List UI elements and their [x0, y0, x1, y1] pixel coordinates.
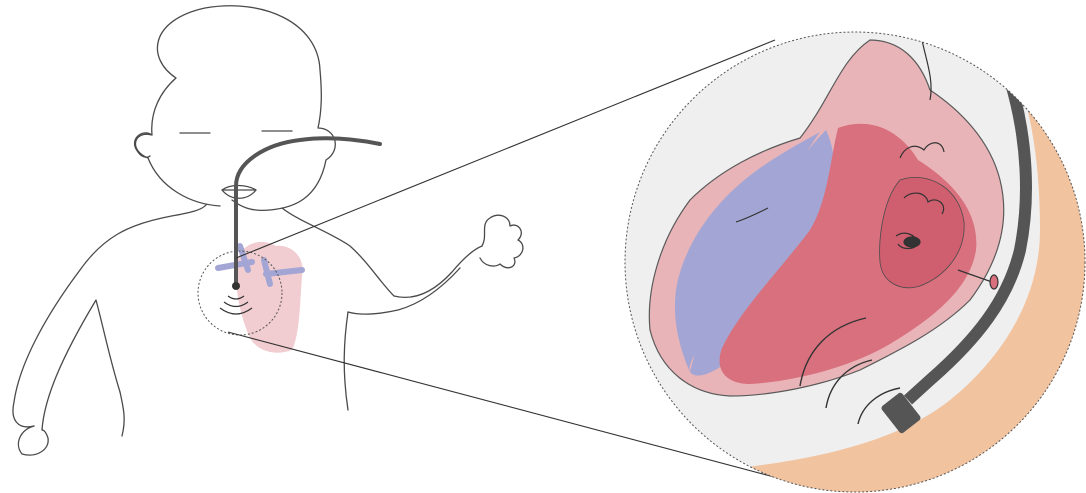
child-mouth — [222, 186, 256, 199]
child-outline — [13, 6, 523, 455]
probe-tip — [232, 282, 240, 290]
child-arm-right-under — [348, 268, 460, 314]
child-torso-side-right — [344, 312, 348, 410]
child-torso-left — [13, 205, 206, 427]
child-torso-side-left — [120, 392, 124, 436]
child-arm-left-inner — [42, 300, 120, 430]
child-ear-left — [135, 133, 152, 157]
child-torso-right — [282, 208, 482, 297]
child-hand-left — [18, 426, 48, 455]
pulmonary-vein-opening — [990, 275, 998, 289]
vessel-opening — [904, 237, 920, 247]
child-hand-right — [480, 215, 523, 268]
